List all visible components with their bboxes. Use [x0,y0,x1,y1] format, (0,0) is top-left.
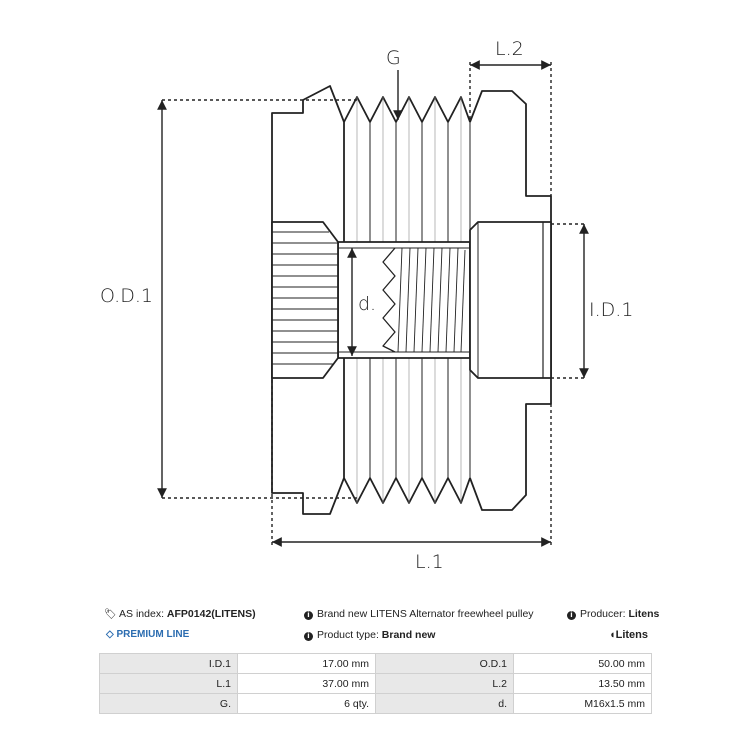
thread-lines [397,247,466,353]
description: i Brand new LITENS Alternator freewheel p… [304,606,534,622]
label-od1: O.D.1 [100,285,153,307]
spec-value: 6 qty. [237,693,376,714]
spec-value: M16x1.5 mm [513,693,652,714]
groove-profile-bottom [343,477,471,504]
producer: i Producer: Litens [567,606,659,622]
as-index-value: AFP0142(LITENS) [166,608,256,620]
spec-label: d. [375,693,514,714]
label-d: d. [358,293,376,315]
pulley-technical-drawing: G L.2 O.D.1 I.D.1 d. L.1 [100,38,633,573]
premium-line: ◇ PREMIUM LINE [106,627,189,643]
label-l2: L.2 [495,38,524,60]
table-row: G. 6 qty. d. M16x1.5 mm [99,693,652,714]
product-type-label: Product type: [317,629,379,641]
label-id1: I.D.1 [589,299,633,321]
diamond-icon: ◇ [106,629,114,640]
table-row: I.D.1 17.00 mm O.D.1 50.00 mm [99,653,652,674]
groove-profile-top [343,96,471,123]
as-index: 🏷︎ AS index: AFP0142(LITENS) [104,606,256,623]
producer-label: Producer: [580,608,626,620]
as-index-label: AS index: [119,608,164,620]
spec-label: O.D.1 [375,653,514,674]
litens-logo: ◖Litens [609,627,648,643]
specs-table: I.D.1 17.00 mm O.D.1 50.00 mm L.1 37.00 … [99,653,652,714]
info-row-1: 🏷︎ AS index: AFP0142(LITENS) i Brand new … [104,606,659,623]
premium-line-label: PREMIUM LINE [116,629,190,640]
label-g: G [386,47,401,69]
spec-value: 13.50 mm [513,673,652,694]
label-l1: L.1 [415,551,444,573]
description-text: Brand new LITENS Alternator freewheel pu… [317,608,534,620]
info-icon: i [304,632,313,641]
spec-label: L.2 [375,673,514,694]
spline-hub [271,221,339,379]
spec-value: 37.00 mm [237,673,376,694]
info-icon: i [304,611,313,620]
thread-profile [382,247,396,353]
litens-logo-icon: ◖ [608,629,616,641]
spec-label: I.D.1 [99,653,238,674]
spline-lines [272,231,338,365]
info-icon: i [567,611,576,620]
right-hub [469,221,552,379]
producer-value: Litens [628,608,660,620]
product-type-value: Brand new [381,629,436,641]
tag-icon: 🏷︎ [104,609,117,620]
table-row: L.1 37.00 mm L.2 13.50 mm [99,673,652,694]
spec-label: L.1 [99,673,238,694]
product-type: i Product type: Brand new [304,627,435,643]
litens-logo-text: Litens [615,629,648,641]
spec-value: 17.00 mm [237,653,376,674]
spec-value: 50.00 mm [513,653,652,674]
spec-label: G. [99,693,238,714]
